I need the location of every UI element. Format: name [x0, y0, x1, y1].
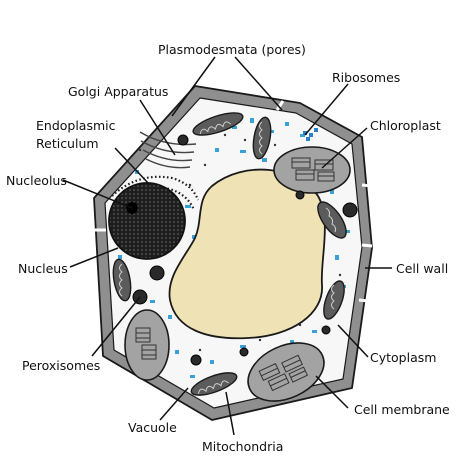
mitochondrion-right-lower: [323, 280, 345, 320]
mitochondrion-bottom: [190, 372, 238, 396]
peroxisomes: [132, 134, 358, 366]
chloroplast-upper: [273, 146, 351, 194]
label-cell-wall: Cell wall: [396, 261, 448, 276]
label-cytoplasm: Cytoplasm: [370, 350, 436, 365]
mitochondrion-top-center: [192, 112, 244, 136]
label-er-line2: Reticulum: [36, 136, 99, 151]
mitochondrion-right: [317, 201, 347, 239]
mitochondrion-top-right: [252, 116, 272, 160]
label-er-line1: Endoplasmic: [36, 118, 116, 133]
mitochondria-group: [112, 112, 347, 396]
label-vacuole: Vacuole: [128, 420, 177, 435]
labels: Plasmodesmata (pores) Ribosomes Golgi Ap…: [6, 42, 450, 454]
label-ribosomes: Ribosomes: [332, 70, 400, 85]
plasmodesmata-pores: [94, 85, 373, 303]
mitochondrion-left: [112, 258, 132, 302]
label-cell-membrane: Cell membrane: [354, 402, 450, 417]
chloroplast-lower-right: [247, 342, 325, 402]
leader-lines: [62, 56, 392, 436]
label-nucleolus: Nucleolus: [6, 173, 67, 188]
label-golgi: Golgi Apparatus: [68, 84, 168, 99]
nucleus: [108, 182, 186, 260]
ribosome-cluster: [303, 128, 318, 141]
endoplasmic-reticulum: [111, 175, 200, 211]
label-mitochondria: Mitochondria: [202, 439, 283, 454]
label-nucleus: Nucleus: [18, 261, 68, 276]
label-chloroplast: Chloroplast: [370, 118, 441, 133]
label-peroxisomes: Peroxisomes: [22, 358, 100, 373]
chloroplast-lower-left: [124, 309, 170, 381]
label-plasmodesmata: Plasmodesmata (pores): [158, 42, 306, 57]
